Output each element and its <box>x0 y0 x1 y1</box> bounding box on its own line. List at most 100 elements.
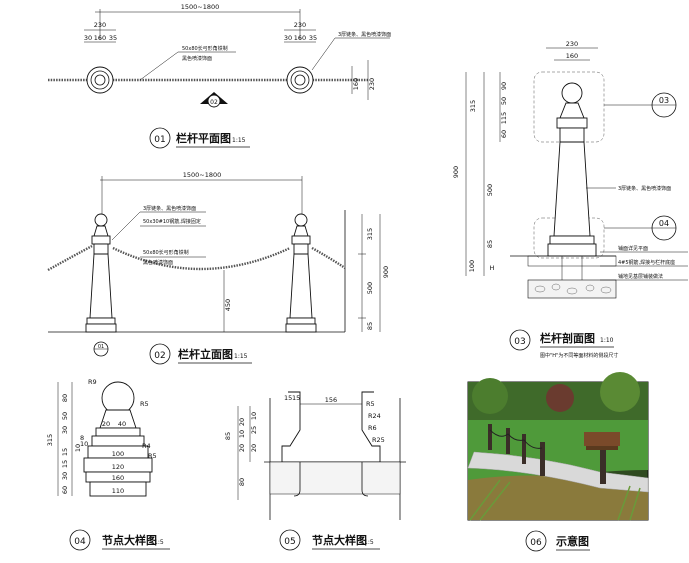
view-scale-04: 1:5 <box>154 539 164 546</box>
view-scale-01: 1:15 <box>232 137 246 144</box>
title-bubble-05 <box>279 529 301 551</box>
sec-dim-85: 85 <box>486 240 494 248</box>
elev-post-right <box>285 213 317 333</box>
plan-span-dim: 1500~1800 <box>181 3 220 11</box>
view-title-05: 节点大样图 <box>312 533 367 547</box>
d05-156: 156 <box>325 396 337 404</box>
d04-v50: 50 <box>61 412 69 420</box>
d04-ball <box>101 381 135 415</box>
d05-R6: R6 <box>368 424 377 432</box>
d04-R4: R4 <box>142 442 151 450</box>
d05-v25: 25 <box>250 426 258 434</box>
d04-20: 20 <box>102 420 110 428</box>
plan-dim-230-right: 230 <box>294 21 306 29</box>
view-title-06: 示意图 <box>555 534 589 548</box>
plan-dim-160: 160 <box>94 34 106 42</box>
view-number-05: 05 <box>284 537 295 547</box>
view-note-03: 图中"H"为不同等面材料的侧段尺寸 <box>540 352 618 359</box>
elev-note-steel: 50x80长弓形角铁制 <box>143 249 189 256</box>
sec-dim-50: 50 <box>500 97 508 105</box>
sec-callout-03-label: 03 <box>659 96 669 105</box>
title-bubble-03 <box>509 329 531 351</box>
sec-dim-160: 160 <box>566 52 578 60</box>
sec-note-paving: 铺面详见平面 <box>618 245 648 252</box>
elev-post-left <box>85 213 117 333</box>
sec-dim-90: 90 <box>500 82 508 90</box>
d04-v30b: 30 <box>61 472 69 480</box>
elev-note-color: 黑色喷漆饰面 <box>143 259 173 266</box>
sec-dim-230: 230 <box>566 40 578 48</box>
plan-note-color: 黑色喷漆饰面 <box>182 55 212 62</box>
d04-100: 100 <box>112 450 124 458</box>
sec-callout-04-label: 04 <box>659 219 669 228</box>
d05-v10: 10 <box>238 430 246 438</box>
elev-note-rebar: 50x30#10钢筋,焊接固定 <box>143 218 201 225</box>
d05-v85: 85 <box>224 432 232 440</box>
plan-dim-160-right: 160 <box>294 34 306 42</box>
sec-note-chain: 3厚链条、黑色喷漆饰面 <box>618 185 671 192</box>
view-scale-02: 1:15 <box>234 353 248 360</box>
elevation-view: 1500~1800 3厚链条、黑色喷漆饰面 <box>47 171 390 365</box>
section-marker-label: 02 <box>210 99 218 106</box>
view-scale-03: 1:10 <box>600 337 614 344</box>
sec-dim-115: 115 <box>500 112 508 124</box>
d04-v8: 8 <box>80 434 84 442</box>
elev-span-dim: 1500~1800 <box>183 171 222 179</box>
sec-note-base: 铺地见基层铺装做法 <box>618 273 663 280</box>
detail-05-view: 156 15 15 R5 R24 R6 R25 85 20 10 20 25 2… <box>224 391 406 551</box>
title-bubble-01 <box>149 127 171 149</box>
d04-R5: R5 <box>140 400 149 408</box>
plan-note-chain: 3厚链条、黑色喷漆饰面 <box>338 31 391 38</box>
elev-dim-900: 900 <box>382 266 390 278</box>
d04-v315: 315 <box>46 434 54 446</box>
plan-note-steel: 50x80长弓形角铁制 <box>182 45 228 52</box>
view-title-03: 栏杆剖面图 <box>540 331 595 345</box>
d04-v15b: 15 <box>61 460 69 468</box>
view-title-04: 节点大样图 <box>102 533 157 547</box>
plan-dim-v230: 230 <box>368 78 376 90</box>
d05-R5: R5 <box>366 400 375 408</box>
view-number-01: 01 <box>154 135 165 145</box>
illustration-photo: 06 示意图 <box>467 372 649 552</box>
d04-v80: 80 <box>61 394 69 402</box>
d04-R9: R9 <box>88 378 97 386</box>
d04-110: 110 <box>112 487 124 495</box>
view-number-02: 02 <box>154 351 165 361</box>
d05-15: 15 <box>284 394 292 402</box>
plan-dim-230: 230 <box>94 21 106 29</box>
elev-callout-label: 01 <box>98 344 104 350</box>
plan-view: 1500~1800 230 30 160 35 230 30 160 35 50… <box>48 3 391 149</box>
elev-chain-main <box>112 246 291 271</box>
title-bubble-04 <box>69 529 91 551</box>
d04-40: 40 <box>118 420 126 428</box>
sec-foundation <box>527 279 617 299</box>
d05-15b: 15 <box>292 394 300 402</box>
elev-dim-85: 85 <box>366 322 374 330</box>
d04-R5b: R5 <box>148 452 157 460</box>
plan-dim-v160: 160 <box>352 78 360 90</box>
d05-v20c: 20 <box>250 444 258 452</box>
sec-dim-H: H <box>490 264 495 272</box>
sec-dim-100: 100 <box>468 260 476 272</box>
plan-dim-35-right: 35 <box>309 34 317 42</box>
d04-120: 120 <box>112 463 124 471</box>
d05-v80: 80 <box>238 478 246 486</box>
elev-note-chain: 3厚链条、黑色喷漆饰面 <box>143 205 196 212</box>
view-number-06: 06 <box>530 538 542 548</box>
elev-dim-450: 450 <box>224 299 232 311</box>
elev-dim-315: 315 <box>366 228 374 240</box>
d05-v20b: 20 <box>238 444 246 452</box>
d04-v60: 60 <box>61 486 69 494</box>
d04-v30: 30 <box>61 426 69 434</box>
view-number-04: 04 <box>74 537 86 547</box>
title-bubble-02 <box>149 343 171 365</box>
plan-dim-35: 35 <box>109 34 117 42</box>
d05-v10b: 10 <box>250 412 258 420</box>
sec-dim-60: 60 <box>500 130 508 138</box>
d04-v10b: 10 <box>74 444 82 452</box>
view-title-02: 栏杆立面图 <box>178 347 233 361</box>
d05-R24: R24 <box>368 412 381 420</box>
d04-160: 160 <box>112 474 124 482</box>
sec-dim-900: 900 <box>452 166 460 178</box>
